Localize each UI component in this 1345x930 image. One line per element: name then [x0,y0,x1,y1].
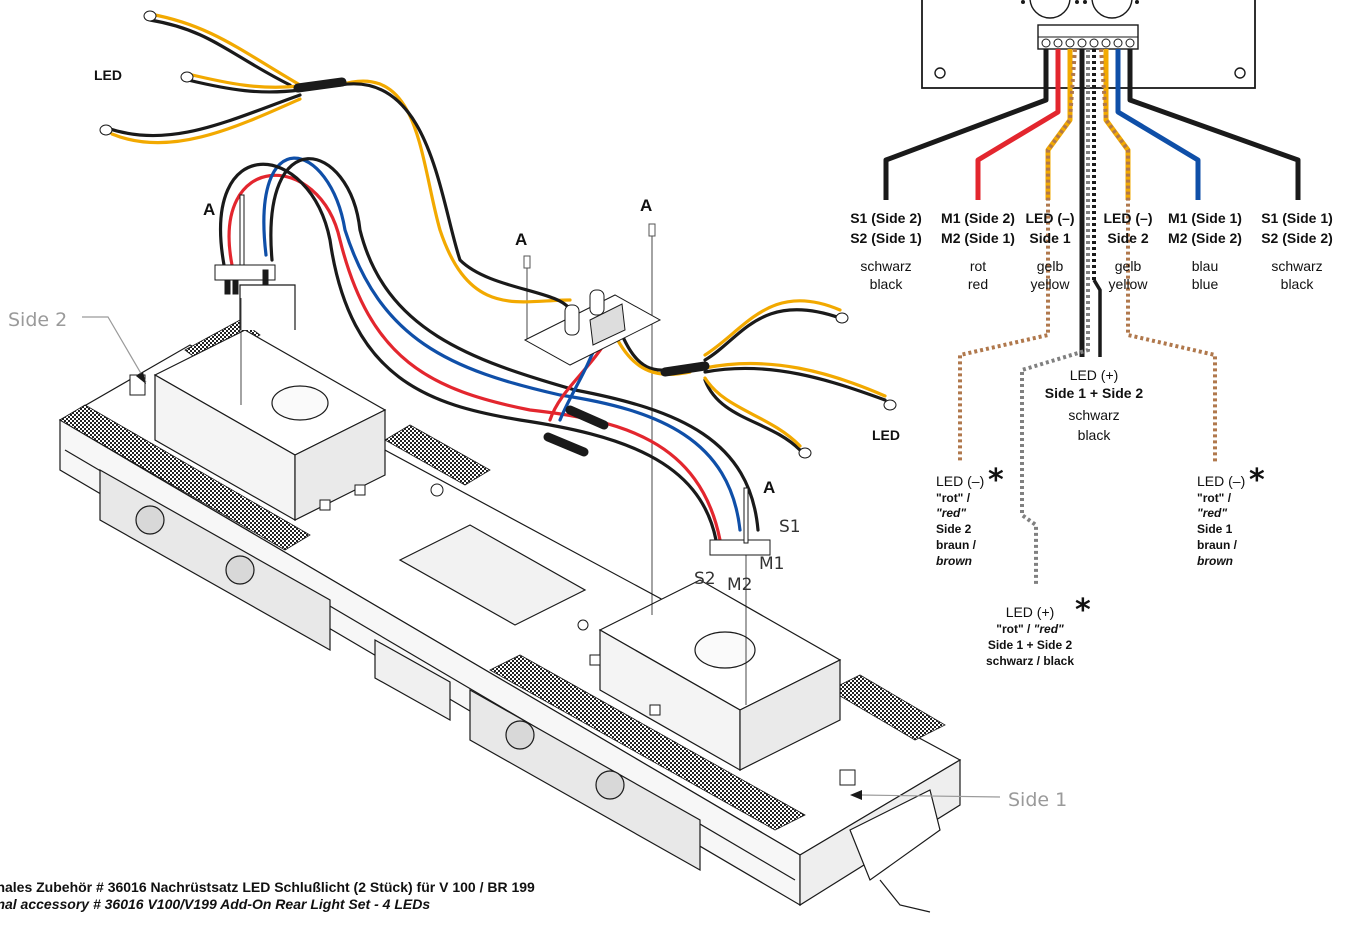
legend-line2: M2 (Side 1) [941,230,1015,246]
note-line3: "red" [936,506,966,520]
note-line2: "rot" / [936,491,971,505]
legend-color-en: red [968,276,988,292]
legend-line1: M1 (Side 1) [1168,210,1242,226]
note-line4: schwarz / black [986,654,1074,668]
side1-label: Side 1 [1008,789,1067,811]
led-plus-de: schwarz [1068,407,1119,423]
legend-color-de: schwarz [1271,258,1322,274]
legend-line2: S2 (Side 1) [850,230,922,246]
legend-line2: S2 (Side 2) [1261,230,1333,246]
legend-color-de: gelb [1115,258,1142,274]
roof-details [129,374,856,786]
side-arrowheads [136,372,862,800]
legend-color-de: schwarz [860,258,911,274]
asterisk-mark: * [1249,463,1265,498]
decoder-board-loco [523,289,662,366]
legend-line1: LED (–) [1104,210,1153,226]
plug-connectors [214,194,771,556]
point-a-mid: A [515,230,527,249]
asterisk-mark: * [988,463,1004,498]
legend-col-5: M1 (Side 1) M2 (Side 2) blau blue [1168,210,1242,292]
note-line5: braun / [1197,538,1238,552]
point-a-top: A [640,196,652,215]
note-line1: LED (–) [1197,473,1245,489]
guide-lines [240,235,747,705]
note-line1: LED (–) [936,473,984,489]
heat-shrink [293,77,710,457]
note-line6: brown [1197,554,1233,568]
legend-color-en: yellow [1109,276,1149,292]
legend-line2: Side 2 [1107,230,1148,246]
legend-color-en: black [1281,276,1315,292]
loco-wiring [105,12,887,542]
schematic-wires [883,49,1301,357]
legend-line1: M1 (Side 2) [941,210,1015,226]
point-a-right: A [763,478,775,497]
note-line6: brown [936,554,972,568]
pin-m2-label: M2 [727,575,752,595]
legend-color-en: yellow [1031,276,1071,292]
footer-english: ional accessory # 36016 V100/V199 Add-On… [0,896,431,912]
legend-col-2: M1 (Side 2) M2 (Side 1) rot red [941,210,1015,292]
asterisk-mark: * [1075,593,1091,628]
led-plus-line2: Side 1 + Side 2 [1045,385,1144,401]
legend-color-de: gelb [1037,258,1064,274]
note-line4: Side 2 [936,522,972,536]
pin-m1-label: M1 [759,554,784,574]
note-line2-en: "red" [1034,622,1064,636]
pin-s1-label: S1 [779,517,801,537]
legend-col-4: LED (–) Side 2 gelb yellow [1104,210,1153,292]
note-line5: braun / [936,538,977,552]
led-plus-line1: LED (+) [1070,367,1119,383]
side2-label: Side 2 [8,309,67,331]
legend-color-en: blue [1192,276,1219,292]
note-line2: "rot" / "red" [996,622,1064,636]
side-pointers [82,316,1001,798]
legend-col-6: S1 (Side 1) S2 (Side 2) schwarz black [1261,210,1333,292]
point-a-left: A [203,200,215,219]
legend-line2: M2 (Side 2) [1168,230,1242,246]
note-right: LED (–) * "rot" / "red" Side 1 braun / b… [1197,463,1265,568]
loco-labels: LED LED A A A A Side 2 Side 1 S1 M1 S2 M… [8,67,1067,811]
note-line1: LED (+) [1006,604,1055,620]
note-line2-de: "rot" / [996,622,1033,636]
led-label-right: LED [872,427,900,443]
led-plus-en: black [1078,427,1112,443]
led-bulbs [99,10,897,459]
led-label-top: LED [94,67,122,83]
note-left: LED (–) * "rot" / "red" Side 2 braun / b… [936,463,1004,568]
legend-line1: S1 (Side 2) [850,210,922,226]
legend-color-de: blau [1192,258,1218,274]
wire-legend: S1 (Side 2) S2 (Side 1) schwarz black M1… [850,210,1333,443]
schematic-dashed [958,48,1217,585]
legend-col-3: LED (–) Side 1 gelb yellow [1026,210,1075,292]
note-line3: Side 1 + Side 2 [988,638,1073,652]
legend-col-1: S1 (Side 2) S2 (Side 1) schwarz black [850,210,922,292]
note-line4: Side 1 [1197,522,1233,536]
legend-color-de: rot [970,258,986,274]
legend-line1: S1 (Side 1) [1261,210,1333,226]
note-line3: "red" [1197,506,1227,520]
footer-german: ionales Zubehör # 36016 Nachrüstsatz LED… [0,879,535,895]
screws [523,223,656,269]
hood-blocks [153,284,842,772]
note-bottom: LED (+) * "rot" / "red" Side 1 + Side 2 … [986,593,1091,668]
legend-color-en: black [870,276,904,292]
legend-line1: LED (–) [1026,210,1075,226]
note-line2: "rot" / [1197,491,1232,505]
legend-led-plus: LED (+) Side 1 + Side 2 schwarz black [1045,367,1144,443]
legend-line2: Side 1 [1029,230,1070,246]
pin-s2-label: S2 [694,569,716,589]
